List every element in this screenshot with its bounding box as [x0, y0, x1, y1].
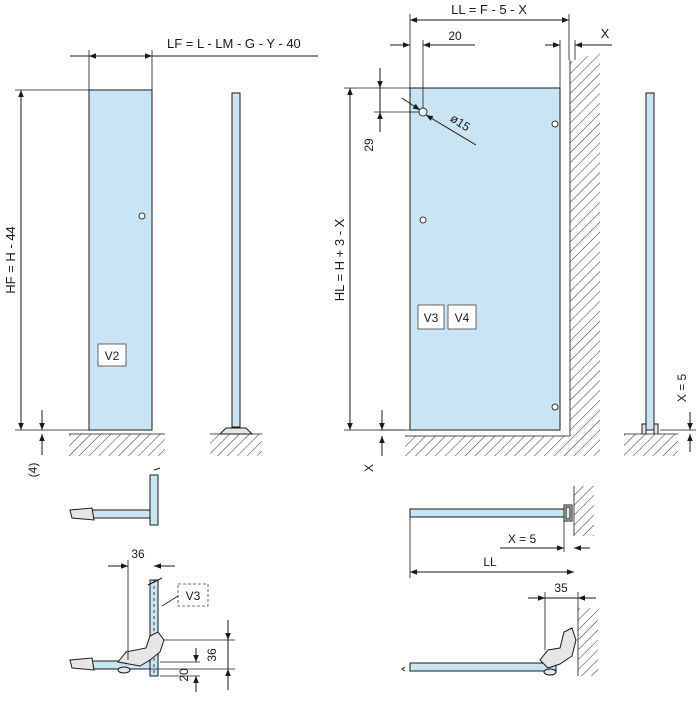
- x-bottom-label: X: [362, 464, 376, 472]
- hf-dimension-label: HF = H - 44: [3, 226, 18, 294]
- hinge-detail-left: 36 V3 36 20: [69, 547, 235, 692]
- ll-formula-label: LL = F - 5 - X: [451, 2, 527, 17]
- v3-label: V3: [424, 311, 439, 325]
- offset-20-label: 20: [448, 29, 462, 43]
- door-glass-panel: [409, 87, 561, 431]
- plan-right-glass: [409, 508, 565, 518]
- hinge-right-body: [539, 627, 577, 669]
- ll-label: LL: [483, 555, 497, 569]
- hinge-pivot: [117, 666, 131, 674]
- fixed-glass-panel: [88, 89, 153, 431]
- hole-top-right: [551, 120, 559, 128]
- hinge-wall-hatch: [578, 608, 598, 676]
- hinge-detail-right: 35: [401, 581, 598, 676]
- v2-label: V2: [105, 349, 120, 363]
- hinge-body: [117, 631, 165, 667]
- hole-top-left: [418, 107, 428, 117]
- right-side-glass: [645, 92, 655, 431]
- plan-door-glass: [91, 509, 151, 519]
- hl-formula-label: HL = H + 3 - X: [332, 218, 347, 301]
- lf-dimension-label: LF = L - LM - G - Y - 40: [167, 36, 301, 51]
- dim-20-bottom: 20: [177, 668, 191, 682]
- floor-hatch-right: [624, 434, 678, 456]
- hinge-handle: [69, 657, 95, 671]
- plan-fixed-glass: [149, 474, 159, 526]
- v4-label-box: [447, 304, 477, 330]
- v3-detail-label: V3: [186, 589, 201, 603]
- panel-hole: [138, 212, 146, 220]
- x-top-label: X: [601, 26, 610, 41]
- dim-35-label: 35: [554, 581, 568, 595]
- v2-label-box: [97, 343, 127, 367]
- door-panel-side-view: X = 5: [624, 92, 696, 456]
- gap-4-label: (4): [26, 463, 40, 478]
- door-panel-front-view: V3 V4 LL = F - 5 - X X 20 29 ø15: [332, 2, 612, 472]
- dim-36-top: 36: [131, 547, 145, 561]
- v3-label-box: [417, 304, 445, 330]
- fixed-panel-side-view: [210, 92, 262, 456]
- offset-29-label: 29: [362, 138, 376, 152]
- x-eq-5-vertical-label: X = 5: [675, 374, 689, 403]
- v3-detail-box: [177, 583, 209, 607]
- hinge-right-glass: [409, 662, 557, 672]
- wall-floor-hatch: [405, 52, 600, 456]
- side-glass: [231, 92, 241, 428]
- hole-mid-left: [419, 216, 427, 224]
- fixed-panel-plan-detail: [69, 467, 161, 526]
- hinge-right-pivot: [543, 668, 557, 676]
- u-channel: [641, 423, 659, 434]
- hole-bottom-right: [551, 403, 559, 411]
- floor-hatch-side: [210, 434, 262, 456]
- dim-36-side: 36: [205, 648, 219, 662]
- floor-bracket: [218, 427, 254, 435]
- v4-label: V4: [455, 311, 470, 325]
- fixed-panel-front-view: V2 LF = L - LM - G - Y - 40 HF = H - 44 …: [3, 36, 318, 477]
- plan-handle: [69, 507, 95, 521]
- floor-hatch-left: [69, 434, 165, 456]
- door-plan-detail: X = 5 LL: [409, 486, 594, 578]
- x-eq-5-label: X = 5: [508, 532, 537, 546]
- plan-right-channel: [563, 504, 573, 522]
- plan-wall-hatch: [574, 486, 594, 536]
